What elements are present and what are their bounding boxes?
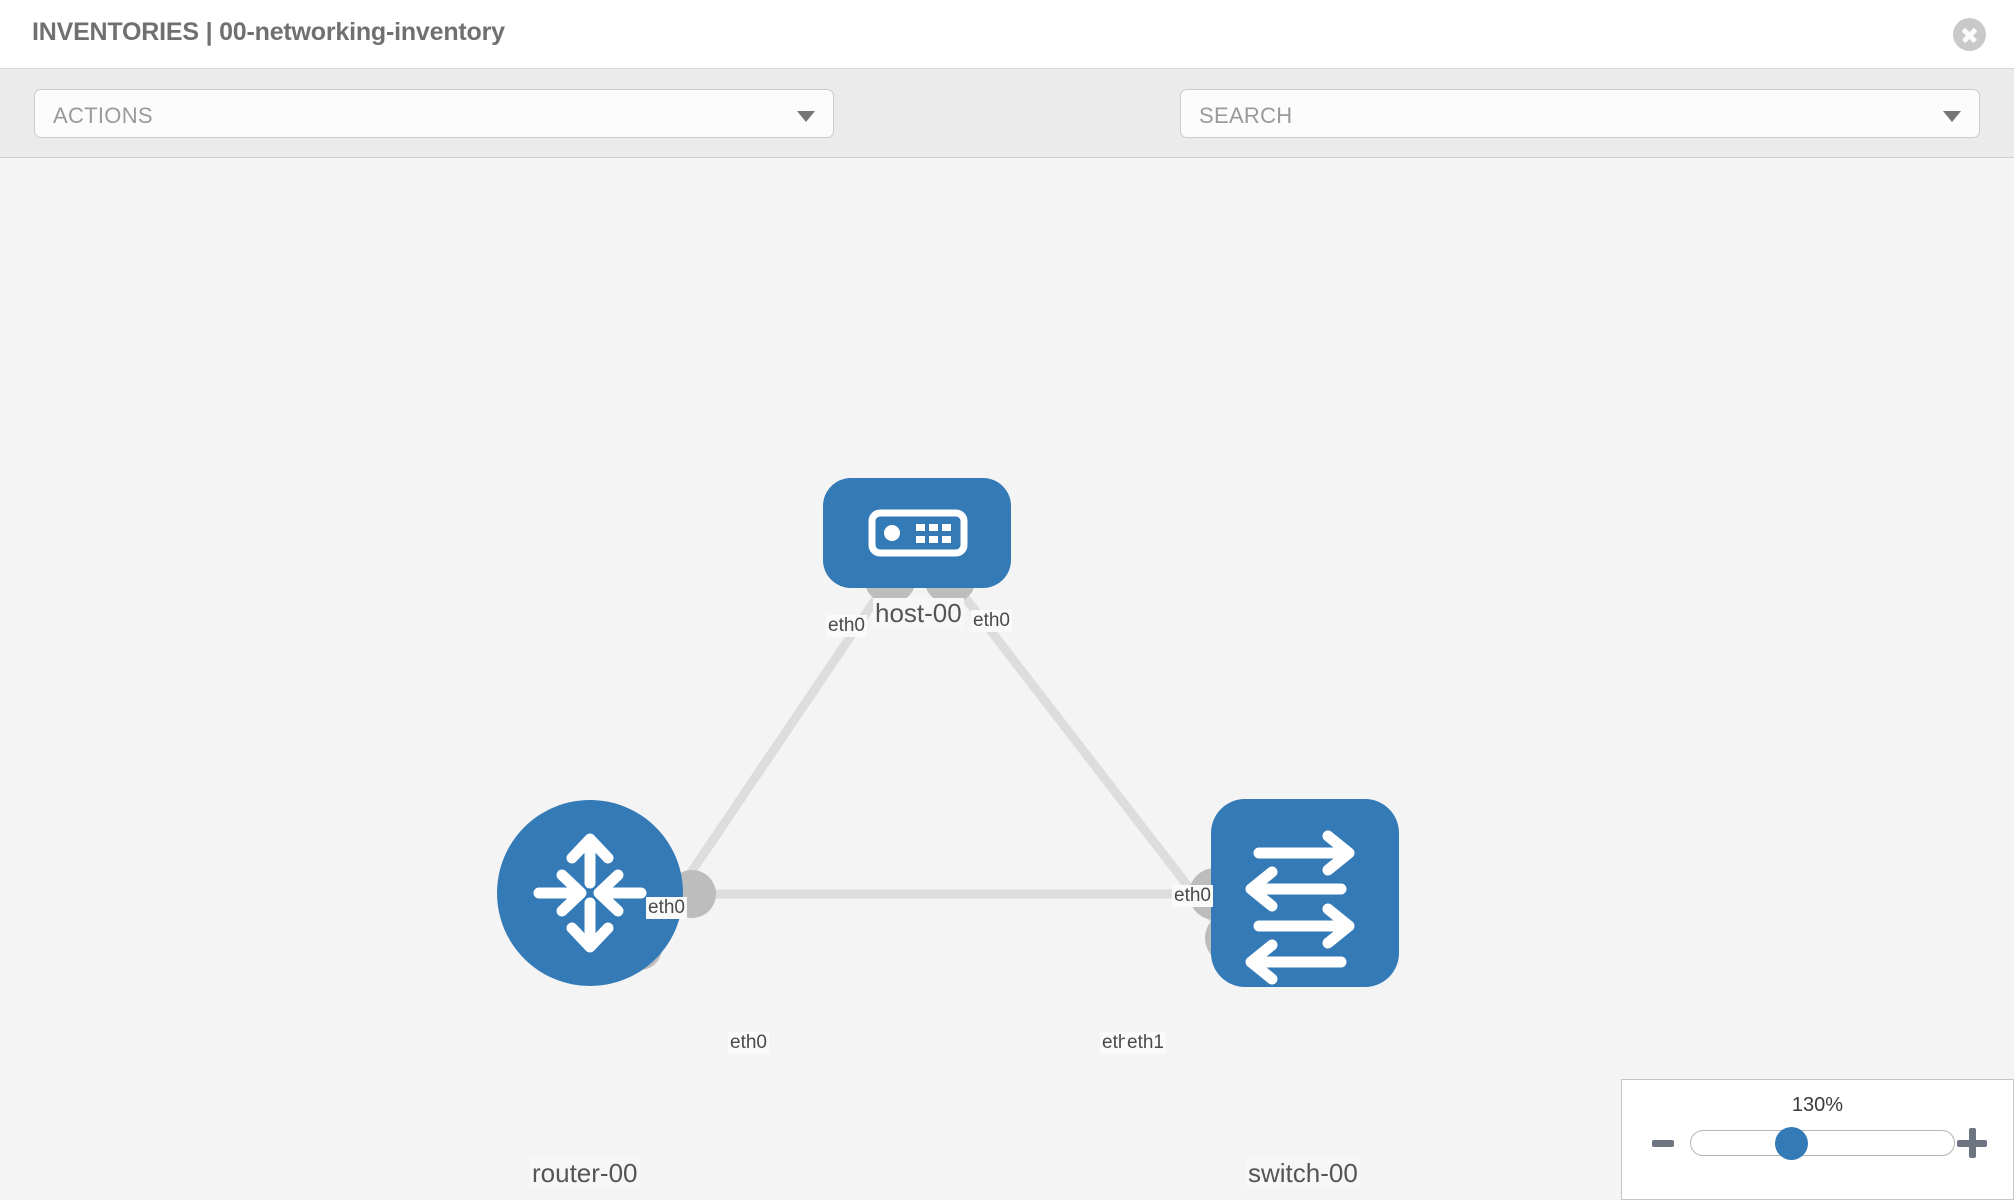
page-title: INVENTORIES | 00-networking-inventory	[32, 18, 505, 46]
iface-label-router00-right: eth0	[728, 1032, 769, 1054]
page-header: INVENTORIES | 00-networking-inventory	[0, 0, 2014, 69]
search-placeholder: SEARCH	[1199, 103, 1293, 128]
node-switch-00	[1211, 799, 1399, 987]
server-appliance-icon	[868, 509, 968, 557]
zoom-slider-thumb[interactable]	[1775, 1127, 1808, 1160]
router-four-arrows-icon	[533, 833, 647, 953]
topology-links	[636, 575, 1232, 951]
iface-label-host00-right: eth0	[971, 610, 1012, 632]
switch-two-way-arrows-icon	[1245, 830, 1355, 985]
node-router-00	[497, 800, 683, 986]
topology-graph	[497, 478, 1399, 987]
minus-icon[interactable]	[1652, 1140, 1674, 1147]
chevron-down-icon[interactable]	[1943, 111, 1961, 122]
node-label-router-00: router-00	[530, 1158, 640, 1189]
iface-label-router00-uplink: eth0	[646, 897, 687, 919]
zoom-percent-label: 130%	[1791, 1094, 1844, 1116]
plus-icon[interactable]	[1957, 1128, 1987, 1158]
link-host00-switch00	[946, 575, 1232, 941]
node-label-host-00: host-00	[873, 598, 964, 629]
zoom-control-panel: 130%	[1621, 1079, 2014, 1200]
actions-dropdown-label: ACTIONS	[53, 103, 153, 128]
close-icon[interactable]	[1953, 18, 1986, 51]
node-label-switch-00: switch-00	[1246, 1158, 1360, 1189]
actions-dropdown[interactable]: ACTIONS	[34, 89, 834, 138]
zoom-slider-track[interactable]	[1690, 1130, 1955, 1156]
chevron-down-icon	[797, 111, 815, 122]
search-input[interactable]: SEARCH	[1180, 89, 1980, 138]
iface-label-switch00-left: eth1	[1125, 1032, 1166, 1054]
node-host-00	[823, 478, 1011, 588]
iface-label-switch00-uplink: eth0	[1172, 885, 1213, 907]
toolbar: ACTIONS SEARCH	[0, 69, 2014, 194]
iface-label-switch00-left-clipped: eth	[1100, 1032, 1131, 1054]
topology-canvas[interactable]: host-00 router-00 switch-00 eth0 eth0 et…	[0, 158, 2014, 1200]
iface-label-host00-left: eth0	[826, 615, 867, 637]
